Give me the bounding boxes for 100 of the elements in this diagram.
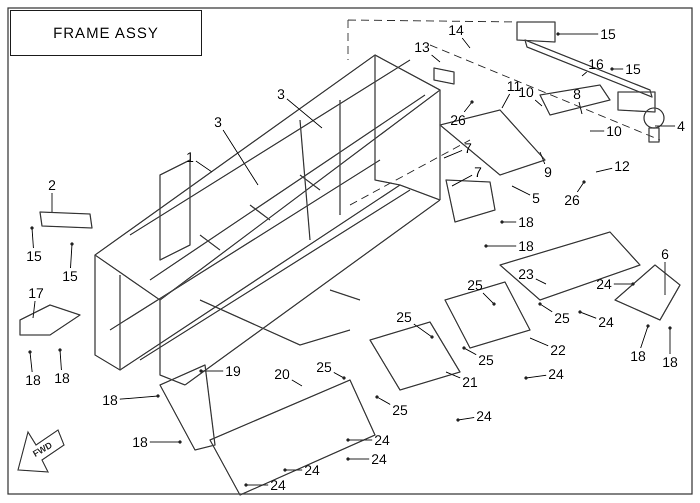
callout-number: 25 xyxy=(554,311,570,325)
callout-number: 6 xyxy=(661,247,669,261)
callout-number: 15 xyxy=(625,62,641,76)
callout-number: 26 xyxy=(564,193,580,207)
leader-line xyxy=(484,244,517,248)
leader-line xyxy=(610,67,624,71)
callout-number: 22 xyxy=(550,343,566,357)
leader-line xyxy=(30,226,34,248)
callout-number: 15 xyxy=(62,269,78,283)
callout-number: 15 xyxy=(600,27,616,41)
leader-line xyxy=(244,483,269,487)
leader-line xyxy=(462,346,477,356)
leader-line xyxy=(582,72,588,76)
callout-number: 18 xyxy=(662,355,678,369)
callout-number: 7 xyxy=(474,165,482,179)
callout-number: 15 xyxy=(26,249,42,263)
leader-line xyxy=(70,242,74,268)
leader-line xyxy=(664,262,666,296)
callout-number: 1 xyxy=(186,150,194,164)
leader-line xyxy=(578,102,582,114)
callout-number: 16 xyxy=(588,57,604,71)
leader-line xyxy=(462,38,470,48)
leader-line xyxy=(535,278,546,284)
callout-number: 25 xyxy=(392,403,408,417)
callout-number: 3 xyxy=(214,115,222,129)
leader-line xyxy=(530,338,549,346)
leader-line xyxy=(596,168,613,172)
leader-line xyxy=(333,372,346,380)
callout-number: 25 xyxy=(467,278,483,292)
callout-number: 10 xyxy=(606,124,622,138)
leader-line xyxy=(576,180,586,192)
callout-number: 18 xyxy=(102,393,118,407)
direction-label: FWD xyxy=(31,440,54,459)
leader-line xyxy=(456,417,475,422)
callout-number: 18 xyxy=(25,373,41,387)
leader-line xyxy=(375,395,391,405)
leader-line xyxy=(444,150,463,158)
callout-number: 12 xyxy=(614,159,630,173)
callout-number: 2 xyxy=(48,178,56,192)
leader-line xyxy=(431,54,440,62)
callout-number: 21 xyxy=(462,375,478,389)
leader-line xyxy=(556,32,599,36)
callout-number: 23 xyxy=(518,267,534,281)
leader-line xyxy=(500,220,517,224)
callout-number: 25 xyxy=(478,353,494,367)
callout-number: 24 xyxy=(598,315,614,329)
callout-number: 24 xyxy=(476,409,492,423)
leader-line xyxy=(291,379,302,386)
leader-line xyxy=(524,374,547,380)
callout-number: 25 xyxy=(396,310,412,324)
leader-line xyxy=(149,440,182,444)
leader-line xyxy=(578,310,597,319)
callout-number: 4 xyxy=(677,119,685,133)
callout-number: 18 xyxy=(518,239,534,253)
callout-number: 3 xyxy=(277,87,285,101)
callout-number: 24 xyxy=(374,433,390,447)
leader-line xyxy=(538,302,553,312)
callout-number: 18 xyxy=(132,435,148,449)
leader-line xyxy=(452,174,473,186)
callout-number: 14 xyxy=(448,23,464,37)
callout-number: 8 xyxy=(573,87,581,101)
callout-number: 9 xyxy=(544,165,552,179)
leader-line xyxy=(668,326,672,354)
callout-number: 25 xyxy=(316,360,332,374)
leader-line xyxy=(199,369,224,373)
leader-line xyxy=(446,372,461,378)
callout-number: 13 xyxy=(414,40,430,54)
callout-number: 24 xyxy=(304,463,320,477)
leader-line xyxy=(590,130,605,132)
leader-line xyxy=(640,324,650,348)
leader-line xyxy=(119,394,160,400)
leader-line xyxy=(346,457,370,461)
callout-number: 5 xyxy=(532,191,540,205)
leader-line xyxy=(58,348,62,370)
callout-number: 24 xyxy=(371,452,387,466)
leader-line xyxy=(32,300,36,318)
leader-line xyxy=(482,292,496,306)
leader-line xyxy=(346,438,373,442)
leader-line xyxy=(613,282,635,286)
leader-line xyxy=(222,130,258,186)
callout-number: 19 xyxy=(225,364,241,378)
callout-number: 24 xyxy=(270,478,286,492)
leader-line xyxy=(512,186,531,196)
leader-line xyxy=(502,94,510,108)
leader-line xyxy=(540,152,546,164)
callout-number: 24 xyxy=(596,277,612,291)
leader-line xyxy=(286,98,322,128)
leader-line xyxy=(28,350,33,372)
leader-line xyxy=(464,100,474,112)
callout-number: 20 xyxy=(274,367,290,381)
leader-line xyxy=(195,160,212,172)
callout-number: 18 xyxy=(630,349,646,363)
diagram-title: FRAME ASSY xyxy=(53,24,159,42)
leader-line xyxy=(534,100,542,106)
callout-number: 18 xyxy=(54,371,70,385)
callout-number: 18 xyxy=(518,215,534,229)
leader-line xyxy=(413,324,434,339)
callout-number: 24 xyxy=(548,367,564,381)
callout-number: 17 xyxy=(28,286,44,300)
leader-line xyxy=(283,468,303,472)
